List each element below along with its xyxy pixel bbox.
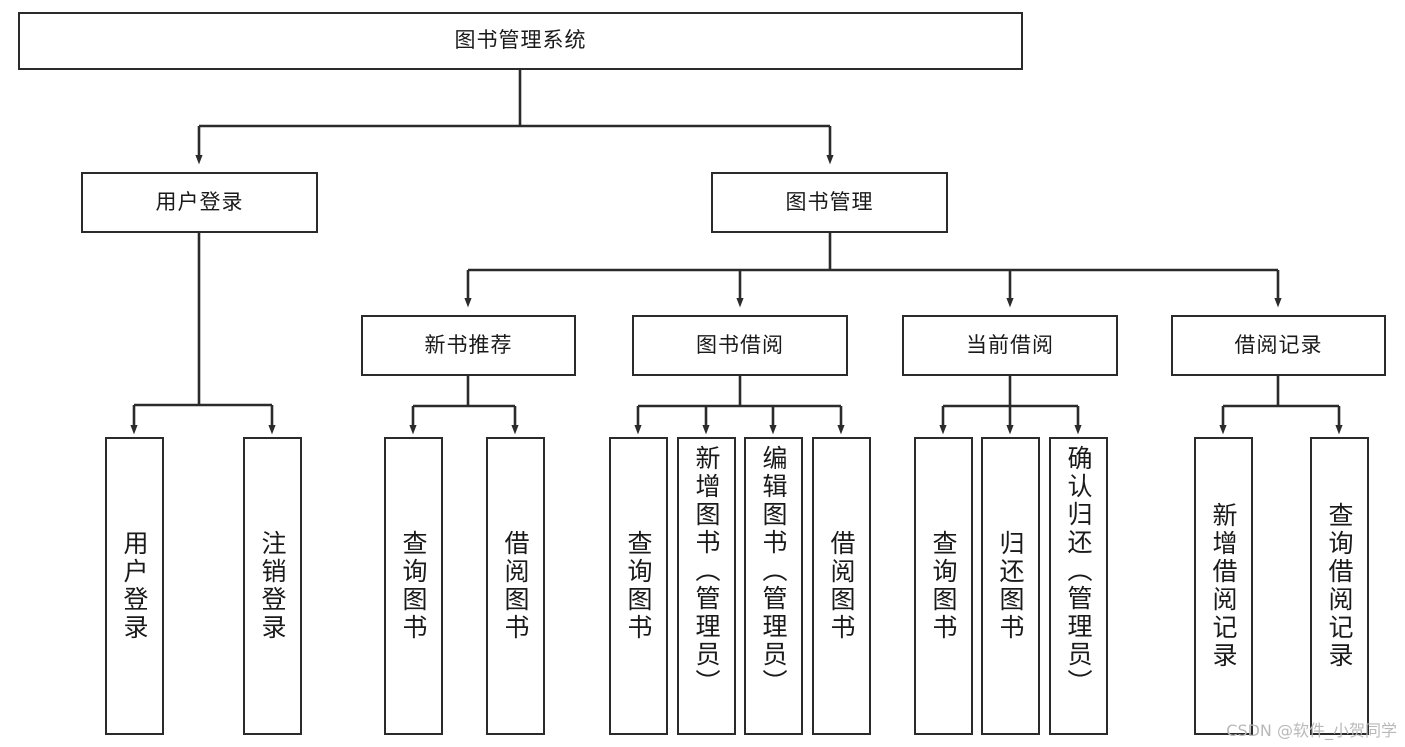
node-label: 查询图书 [399, 530, 428, 642]
node-book-borrow[interactable]: 图书借阅 [632, 315, 848, 376]
node-label: 新增借阅记录 [1209, 502, 1238, 670]
node-book-management[interactable]: 图书管理 [711, 172, 948, 233]
node-leaf-return-book[interactable]: 归还图书 [981, 437, 1040, 735]
node-leaf-add-book-admin[interactable]: 新增图书（管理员） [677, 437, 736, 735]
node-leaf-borrow-book-recommend[interactable]: 借阅图书 [486, 437, 545, 735]
node-label: 确认归还（管理员） [1064, 445, 1093, 697]
node-label: 归还图书 [996, 530, 1025, 642]
node-label: 借阅图书 [827, 530, 856, 642]
node-label: 注销登录 [258, 530, 287, 642]
node-label: 查询借阅记录 [1325, 502, 1354, 670]
node-leaf-add-borrow-record[interactable]: 新增借阅记录 [1194, 437, 1253, 735]
node-leaf-edit-book-admin[interactable]: 编辑图书（管理员） [744, 437, 803, 735]
node-label: 查询图书 [929, 530, 958, 642]
node-label: 用户登录 [155, 189, 244, 214]
node-leaf-user-login[interactable]: 用户登录 [105, 437, 164, 735]
node-label: 用户登录 [120, 530, 149, 642]
node-label: 当前借阅 [966, 332, 1054, 357]
node-new-book-recommend[interactable]: 新书推荐 [361, 315, 576, 376]
node-leaf-logout[interactable]: 注销登录 [243, 437, 302, 735]
node-root-system[interactable]: 图书管理系统 [18, 12, 1023, 70]
node-label: 新增图书（管理员） [692, 445, 721, 697]
node-leaf-query-book-current[interactable]: 查询图书 [914, 437, 973, 735]
node-user-login[interactable]: 用户登录 [81, 172, 318, 233]
node-borrow-record[interactable]: 借阅记录 [1171, 315, 1386, 376]
node-leaf-query-book-borrow[interactable]: 查询图书 [609, 437, 668, 735]
node-leaf-query-book-recommend[interactable]: 查询图书 [384, 437, 443, 735]
node-leaf-query-borrow-record[interactable]: 查询借阅记录 [1310, 437, 1369, 735]
node-label: 新书推荐 [424, 332, 513, 357]
node-label: 借阅图书 [501, 530, 530, 642]
node-label: 编辑图书（管理员） [759, 445, 788, 697]
node-label: 图书借阅 [696, 332, 784, 357]
node-leaf-borrow-book[interactable]: 借阅图书 [812, 437, 871, 735]
watermark-text: CSDN @软件_小贺同学 [1226, 721, 1397, 740]
node-label: 查询图书 [624, 530, 653, 642]
node-leaf-confirm-return-admin[interactable]: 确认归还（管理员） [1049, 437, 1108, 735]
node-current-borrow[interactable]: 当前借阅 [902, 315, 1118, 376]
node-label: 图书管理 [785, 189, 874, 214]
node-label: 图书管理系统 [454, 28, 587, 53]
node-label: 借阅记录 [1234, 332, 1323, 357]
